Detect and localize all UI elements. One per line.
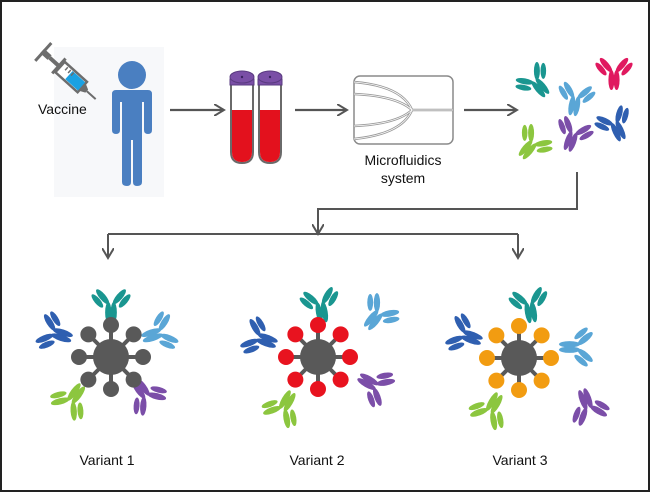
antibody-icon	[515, 62, 550, 98]
antibody-icon	[141, 311, 179, 349]
vaccine-label: Vaccine	[38, 101, 87, 117]
spike-protein	[488, 372, 505, 389]
person-icon	[112, 61, 152, 186]
spike-protein	[71, 349, 87, 365]
spike-protein	[278, 349, 294, 365]
blood-tube	[229, 70, 255, 165]
antibody-icon	[595, 57, 633, 90]
microfluidic-chip-icon	[353, 75, 454, 145]
virus-icon	[278, 317, 358, 397]
branch-connector	[108, 172, 578, 258]
antibody-icon	[445, 313, 483, 351]
antibody-icon	[558, 116, 594, 152]
spike-protein	[310, 381, 326, 397]
spike-protein	[479, 350, 495, 366]
antibody-icon	[518, 124, 553, 160]
antibody-icon	[131, 378, 167, 416]
antibody-icon	[559, 327, 593, 367]
spike-protein	[543, 350, 559, 366]
spike-protein	[135, 349, 151, 365]
spike-protein	[80, 371, 97, 388]
spike-protein	[332, 326, 349, 343]
virus-icon	[479, 318, 559, 398]
variant-1-complex	[35, 289, 179, 421]
antibody-icon	[468, 392, 504, 431]
microfluidics-label-line1: Microfluidics	[364, 152, 441, 168]
spike-protein	[332, 371, 349, 388]
blood-tubes-icon	[229, 70, 283, 165]
spike-protein	[125, 371, 142, 388]
spike-protein	[310, 317, 326, 333]
variant-1-label: Variant 1	[80, 452, 135, 468]
antibody-icon	[558, 81, 596, 117]
antibody-icon	[50, 383, 86, 421]
spike-protein	[511, 382, 527, 398]
variant-2-label: Variant 2	[290, 452, 345, 468]
antibody-icon	[35, 311, 73, 349]
antibody-icon	[594, 105, 629, 142]
antibody-icon	[363, 293, 400, 331]
antibody-icon	[261, 390, 297, 429]
spike-protein	[488, 327, 505, 344]
spike-protein	[125, 326, 142, 343]
variant-3-complex	[445, 287, 610, 431]
antibody-icon	[357, 372, 396, 408]
blood-tube	[257, 70, 283, 165]
spike-protein	[287, 326, 304, 343]
microfluidics-label-line2: system	[381, 170, 425, 186]
spike-protein	[342, 349, 358, 365]
spike-protein	[511, 318, 527, 334]
spike-protein	[103, 317, 119, 333]
spike-protein	[533, 372, 550, 389]
spike-protein	[533, 327, 550, 344]
spike-protein	[103, 381, 119, 397]
antibody-cluster-icon	[515, 57, 633, 160]
spike-protein	[80, 326, 97, 343]
virus-icon	[71, 317, 151, 397]
variant-2-complex	[240, 287, 400, 429]
spike-protein	[287, 371, 304, 388]
antibody-icon	[508, 287, 548, 324]
syringe-icon	[34, 42, 97, 100]
variant-3-label: Variant 3	[493, 452, 548, 468]
antibody-icon	[572, 388, 610, 426]
antibody-icon	[240, 316, 278, 354]
